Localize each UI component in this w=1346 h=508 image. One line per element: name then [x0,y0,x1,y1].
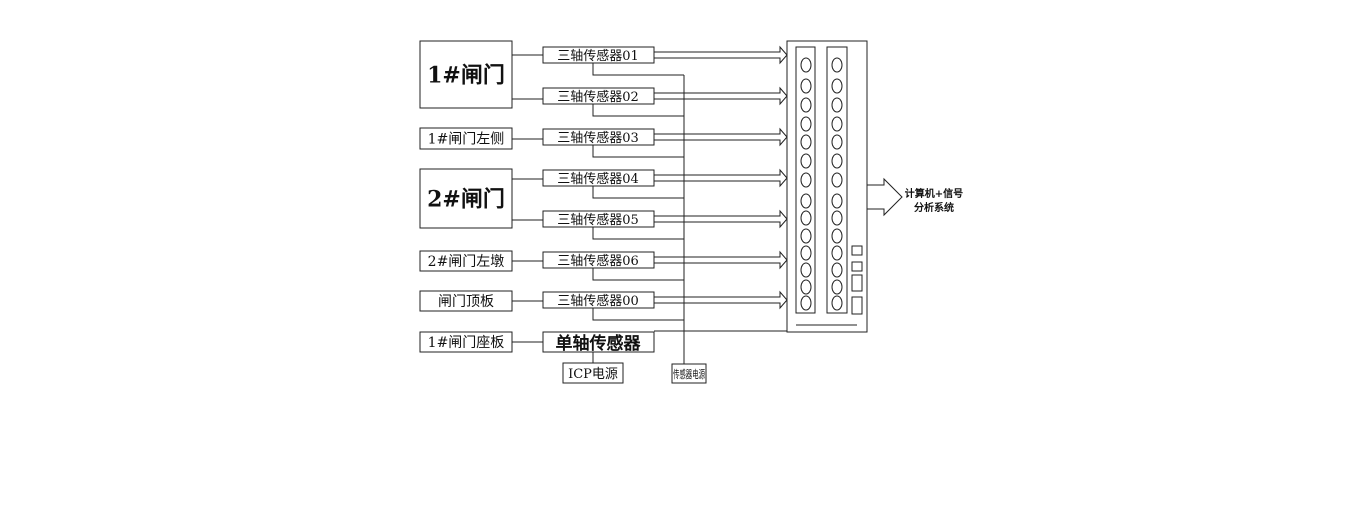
channel-connector [831,116,843,132]
sensor-power-line [592,308,684,321]
triaxial-sensor-label: 三轴传感器05 [557,212,639,228]
channel-connector [800,172,812,188]
source-label: 闸门顶板 [438,294,494,310]
triaxial-sensor-label: 三轴传感器00 [557,293,639,309]
signal-arrow [654,86,788,106]
channel-connector [800,57,812,73]
sensor-power-line [592,227,684,240]
triaxial-sensor-label: 三轴传感器06 [557,253,639,269]
channel-connector [800,245,812,261]
output-label-line2: 分析系统 [914,201,954,214]
port-1 [851,245,863,256]
sensor-power-box [671,363,707,384]
port-2 [851,261,863,272]
single-axis-sensor-label: 单轴传感器 [556,333,642,354]
output-arrow [867,177,903,217]
source-box [419,40,513,109]
sensor-power-line [592,63,684,76]
triaxial-sensor-box [542,169,655,187]
source-label: 2#闸门 [427,187,505,213]
channel-connector [831,295,843,311]
single-axis-sensor-box [542,331,655,353]
channel-connector [831,153,843,169]
channel-connector [800,228,812,244]
signal-arrow [654,168,788,188]
signal-arrow [654,127,788,147]
triaxial-sensor-box [542,46,655,64]
channel-connector [831,172,843,188]
signal-arrow [654,250,788,270]
sensor-power-line [592,104,684,117]
sensor-power-line [592,268,684,281]
channel-connector [831,228,843,244]
channel-connector [800,262,812,278]
port-4 [851,296,863,315]
source-label: 1#闸门左侧 [428,132,505,148]
channel-connector [831,57,843,73]
sensor-power-label: 传感器电源 [673,367,705,381]
triaxial-sensor-label: 三轴传感器03 [557,130,639,146]
icp-power-box [562,362,624,384]
channel-connector [800,78,812,94]
triaxial-sensor-label: 三轴传感器01 [557,48,639,64]
source-box [419,168,513,229]
channel-connector [800,279,812,295]
icp-power-label: ICP电源 [568,367,618,382]
channel-connector [831,262,843,278]
signal-arrow [654,290,788,310]
source-label: 2#闸门左墩 [428,254,505,270]
channel-connector [831,97,843,113]
channel-connector [800,134,812,150]
channel-connector [831,210,843,226]
channel-connector [831,193,843,209]
channel-connector [800,153,812,169]
channel-connector [831,279,843,295]
signal-arrow [654,45,788,65]
source-label: 1#闸门座板 [428,335,505,351]
port-3 [851,274,863,292]
output-label-line1: 计算机+信号 [905,187,963,200]
triaxial-sensor-box [542,251,655,269]
source-label: 1#闸门 [427,63,505,89]
channel-connector [800,210,812,226]
channel-connector [800,116,812,132]
sensor-power-line [592,186,684,199]
signal-arrow [654,209,788,229]
triaxial-sensor-box [542,128,655,146]
sensor-power-line [592,145,684,158]
channel-connector [800,97,812,113]
channel-connector [831,134,843,150]
triaxial-sensor-label: 三轴传感器02 [557,89,639,105]
triaxial-sensor-box [542,210,655,228]
channel-connector [800,295,812,311]
channel-connector [831,245,843,261]
triaxial-sensor-box [542,87,655,105]
channel-connector [800,193,812,209]
triaxial-sensor-box [542,291,655,309]
triaxial-sensor-label: 三轴传感器04 [557,171,639,187]
channel-connector [831,78,843,94]
